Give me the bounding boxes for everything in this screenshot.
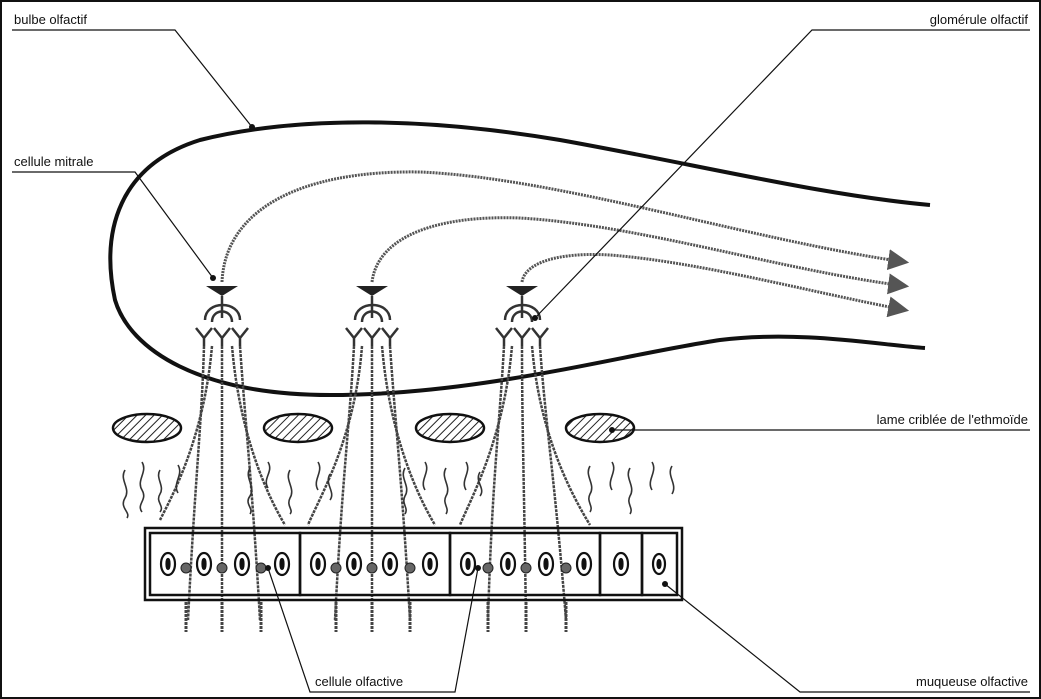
mitral-cell bbox=[506, 286, 538, 296]
olfactory-receptor-cell bbox=[521, 563, 531, 573]
cribriform-bone bbox=[416, 414, 484, 442]
label-glomerule-olfactif: glomérule olfactif bbox=[930, 12, 1029, 27]
cribriform-plate bbox=[113, 414, 634, 442]
support-cell-nucleus bbox=[383, 553, 397, 575]
olfactory-receptor-cell bbox=[331, 563, 341, 573]
olfactory-receptor-cell bbox=[367, 563, 377, 573]
cilia-squiggles bbox=[123, 462, 673, 518]
support-cell-nucleus bbox=[347, 553, 361, 575]
label-cellule-mitrale: cellule mitrale bbox=[14, 154, 93, 169]
support-cell-nucleus bbox=[275, 553, 289, 575]
support-cell-nucleus bbox=[539, 553, 553, 575]
support-cell-nucleus bbox=[461, 553, 475, 575]
mitral-cell bbox=[356, 286, 388, 296]
olfactory-receptor-cell bbox=[256, 563, 266, 573]
support-cell-nucleus bbox=[161, 553, 175, 575]
support-cell-nucleus bbox=[311, 553, 325, 575]
support-cell-nucleus bbox=[501, 553, 515, 575]
label-bulbe-olfactif: bulbe olfactif bbox=[14, 12, 87, 27]
support-cell-nucleus bbox=[614, 553, 628, 575]
olfactory-receptor-cell bbox=[217, 563, 227, 573]
olfactory-receptor-cell bbox=[561, 563, 571, 573]
support-cell-nucleus bbox=[197, 553, 211, 575]
olfactory-nerve-fibers bbox=[160, 346, 590, 620]
mitral-cell-group bbox=[206, 286, 538, 296]
glomeruli bbox=[196, 296, 548, 346]
label-lame-criblee: lame criblée de l'ethmoïde bbox=[877, 412, 1028, 427]
dendrite-stubs bbox=[186, 602, 566, 632]
mitral-axons bbox=[222, 172, 905, 310]
support-cell-nucleus bbox=[423, 553, 437, 575]
label-cellule-olfactive: cellule olfactive bbox=[315, 674, 403, 689]
support-cell-nucleus bbox=[577, 553, 591, 575]
cribriform-bone bbox=[264, 414, 332, 442]
leader-dots bbox=[210, 124, 668, 587]
support-cell-nucleus bbox=[235, 553, 249, 575]
cribriform-bone bbox=[566, 414, 634, 442]
olfactory-receptor-cell bbox=[181, 563, 191, 573]
olfactory-receptor-cell bbox=[483, 563, 493, 573]
cribriform-bone bbox=[113, 414, 181, 442]
label-muqueuse-olfactive: muqueuse olfactive bbox=[916, 674, 1028, 689]
mitral-cell bbox=[206, 286, 238, 296]
olfactory-receptor-cell bbox=[405, 563, 415, 573]
support-cell-nucleus bbox=[653, 554, 665, 574]
